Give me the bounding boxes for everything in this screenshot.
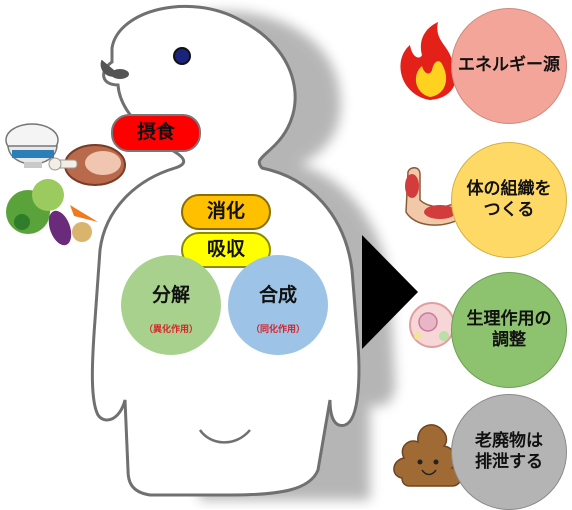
digestion-text: 消化 xyxy=(206,200,245,223)
absorption-text: 吸収 xyxy=(206,238,245,261)
flexed-arm-icon xyxy=(405,167,463,226)
outcome-energy: エネルギー源 xyxy=(451,8,567,124)
ingestion-label: 摂食 xyxy=(111,114,201,152)
nose-icon xyxy=(111,69,129,79)
poop-icon xyxy=(393,424,462,487)
meat-icon xyxy=(48,144,126,186)
outcome-regulation: 生理作用の 調整 xyxy=(451,272,567,388)
outcome-tissue-text: 体の組織を つくる xyxy=(466,178,552,220)
synthesis-text: 合成 xyxy=(258,284,297,307)
eye-icon xyxy=(173,47,191,65)
rice-bowl-icon xyxy=(5,123,59,168)
process-arrow xyxy=(362,235,418,349)
ingestion-text: 摂食 xyxy=(136,121,175,144)
decomposition-circle: 分解 （異化作用） xyxy=(121,255,221,355)
digestion-label: 消化 xyxy=(181,194,271,230)
outcome-regulation-text: 生理作用の 調整 xyxy=(466,308,552,350)
decomposition-note: （異化作用） xyxy=(143,325,198,335)
decomposition-text: 分解 xyxy=(151,284,190,307)
synthesis-note: （同化作用） xyxy=(250,325,305,335)
outcome-excretion-text: 老廃物は 排泄する xyxy=(475,430,543,472)
synthesis-circle: 合成 （同化作用） xyxy=(228,255,328,355)
outcome-excretion: 老廃物は 排泄する xyxy=(451,394,567,510)
outcome-tissue: 体の組織を つくる xyxy=(451,142,567,258)
outcome-energy-text: エネルギー源 xyxy=(458,55,560,76)
vegetables-icon xyxy=(6,179,98,246)
cell-icon xyxy=(409,302,455,348)
fire-icon xyxy=(400,22,457,100)
